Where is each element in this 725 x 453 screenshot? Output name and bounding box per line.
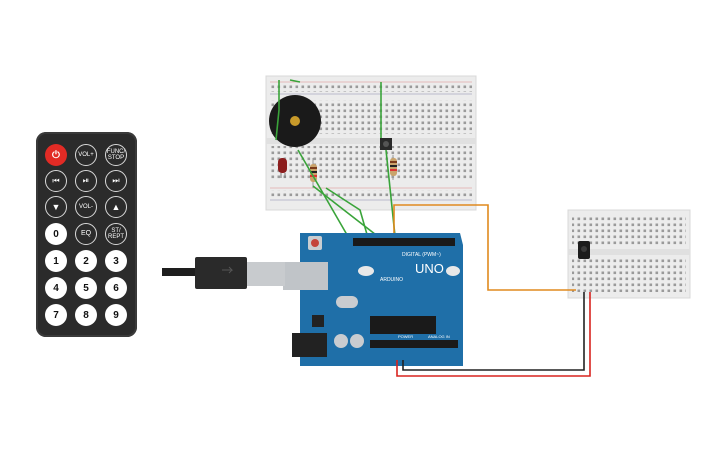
next-button[interactable]: ⏭ xyxy=(105,170,127,192)
arduino-digital-label: DIGITAL (PWM~) xyxy=(402,252,441,258)
triangle-down-icon: ▼ xyxy=(51,202,61,212)
prev-button[interactable]: ⏮ xyxy=(45,170,67,192)
pushbutton[interactable] xyxy=(380,138,392,150)
up-button[interactable]: ▲ xyxy=(105,196,127,218)
arduino-brand-label: ARDUINO xyxy=(380,277,403,283)
triangle-up-icon: ▲ xyxy=(111,202,121,212)
one-button[interactable]: 1 xyxy=(45,250,67,272)
five-button[interactable]: 5 xyxy=(75,277,97,299)
seven-button[interactable]: 7 xyxy=(45,304,67,326)
main-breadboard[interactable] xyxy=(265,75,477,211)
arduino-model-label: UNO xyxy=(415,261,444,276)
skip-forward-icon: ⏭ xyxy=(112,176,120,185)
play-pause-button[interactable]: ⏯ xyxy=(75,170,97,192)
func-stop-button[interactable]: FUNC/ STOP xyxy=(105,144,127,166)
resistor-button[interactable] xyxy=(390,155,397,180)
red-led[interactable] xyxy=(278,158,287,178)
play-pause-icon: ⏯ xyxy=(82,176,90,185)
vol-down-button[interactable]: VOL- xyxy=(75,196,97,218)
eq-button[interactable]: EQ xyxy=(75,223,97,245)
resistor-led[interactable] xyxy=(310,158,317,188)
nine-button[interactable]: 9 xyxy=(105,304,127,326)
ir-remote-control[interactable]: ⏻ VOL+ FUNC/ STOP ⏮ ⏯ ⏭ ▼ VOL- ▲ 0 EQ ST… xyxy=(36,132,137,337)
skip-back-icon: ⏮ xyxy=(52,176,60,185)
four-button[interactable]: 4 xyxy=(45,277,67,299)
zero-button[interactable]: 0 xyxy=(45,223,67,245)
usb-cable[interactable] xyxy=(162,257,285,289)
piezo-buzzer[interactable] xyxy=(269,95,321,147)
power-icon: ⏻ xyxy=(52,149,60,161)
arduino-power-label: POWER xyxy=(398,334,413,339)
eight-button[interactable]: 8 xyxy=(75,304,97,326)
ir-receiver[interactable] xyxy=(578,241,590,259)
six-button[interactable]: 6 xyxy=(105,277,127,299)
arduino-uno-board[interactable]: UNO ARDUINO DIGITAL (PWM~) POWER ANALOG … xyxy=(283,233,463,366)
red-wire[interactable] xyxy=(396,292,591,377)
power-button[interactable]: ⏻ xyxy=(45,144,67,166)
st-rept-button[interactable]: ST/ REPT xyxy=(105,223,127,245)
two-button[interactable]: 2 xyxy=(75,250,97,272)
vol-up-button[interactable]: VOL+ xyxy=(75,144,97,166)
small-breadboard[interactable] xyxy=(567,209,691,299)
down-button[interactable]: ▼ xyxy=(45,196,67,218)
three-button[interactable]: 3 xyxy=(105,250,127,272)
orange-wire[interactable] xyxy=(393,204,576,291)
arduino-analog-label: ANALOG IN xyxy=(428,334,450,339)
black-wire[interactable] xyxy=(402,292,585,371)
